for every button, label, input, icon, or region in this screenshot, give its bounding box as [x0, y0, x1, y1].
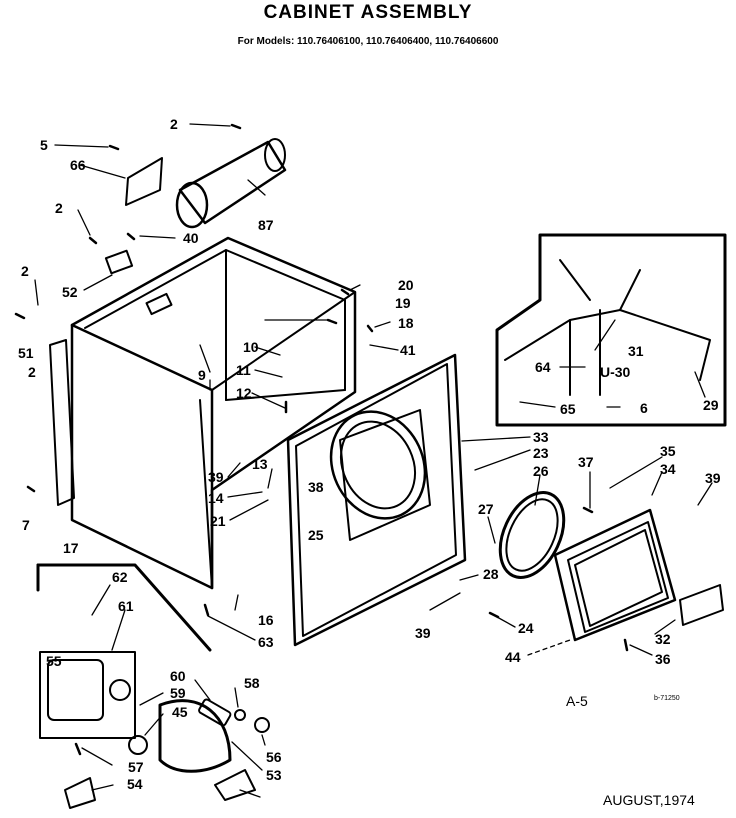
part-40 — [104, 249, 134, 275]
callout-17: 20 — [398, 277, 414, 293]
callout-63: 62 — [112, 569, 128, 585]
callout-31: 31 — [628, 343, 644, 359]
callout-34: 39 — [705, 470, 721, 486]
motor-box-frame — [36, 563, 212, 739]
small-code: b-71250 — [654, 695, 680, 702]
callout-39: 13 — [252, 456, 268, 472]
callout-37: 32 — [655, 631, 671, 647]
callout-62: 61 — [118, 598, 134, 614]
page-subtitle: For Models: 110.76406100, 110.76406400, … — [237, 36, 499, 47]
callout-19: 18 — [398, 315, 414, 331]
callout-6: 6 — [640, 400, 648, 416]
callout-14: 21 — [210, 513, 226, 529]
front-panel — [286, 353, 467, 647]
callout-65: 65 — [560, 401, 576, 417]
callout-2: 40 — [183, 230, 199, 246]
callout-87: 2 — [55, 200, 63, 216]
callout-24: 35 — [660, 443, 676, 459]
exhaust-duct — [175, 138, 287, 229]
callout-44: 16 — [258, 612, 274, 628]
leader-lines — [34, 123, 713, 798]
belt — [158, 699, 232, 773]
wire-harness-box — [495, 233, 727, 427]
harness-labels: 31 U-30 64 65 6 29 — [535, 343, 719, 417]
callout-33: 23 — [533, 445, 549, 461]
callout-40: 52 — [62, 284, 78, 300]
callout-45: 58 — [244, 675, 260, 691]
callout-16: 63 — [258, 634, 274, 650]
bracket-5 — [125, 157, 163, 206]
callout-29: 29 — [703, 397, 719, 413]
pulley-parts — [64, 698, 270, 809]
callout-41: 9 — [198, 367, 206, 383]
callout-36: 44 — [505, 649, 521, 665]
callout-12: 39 — [208, 469, 224, 485]
callout-60: 59 — [170, 685, 186, 701]
callout-52: 2 — [21, 263, 29, 279]
callout-55: 60 — [170, 668, 186, 684]
callout-39: 37 — [578, 454, 594, 470]
callout-labels: 2 5 66 87 2 40 52 2 51 2 7 17 20 19 18 4… — [18, 116, 721, 792]
callout-59: 45 — [172, 704, 188, 720]
door-assembly — [498, 491, 724, 642]
callout-13: 14 — [208, 490, 224, 506]
page-code: A-5 — [566, 693, 588, 709]
callout-32: 36 — [655, 651, 671, 667]
callout-64: 64 — [535, 359, 551, 375]
callout-20: 19 — [395, 295, 411, 311]
callout-38: 25 — [308, 527, 324, 543]
callout-2: 2 — [170, 116, 178, 132]
callout-51: 2 — [28, 364, 36, 380]
callout-5: 66 — [70, 157, 86, 173]
callout-23: 38 — [308, 479, 324, 495]
callout-27: 28 — [483, 566, 499, 582]
callout-25: 26 — [533, 463, 549, 479]
callout-58: 57 — [128, 759, 144, 775]
callout-57: 54 — [127, 776, 143, 792]
callout-26: 27 — [478, 501, 494, 517]
callout-2: 5 — [40, 137, 48, 153]
hardware-screws — [14, 123, 629, 756]
page-title: CABINET ASSEMBLY — [263, 2, 473, 23]
callout-2: 51 — [18, 345, 34, 361]
callout-39: 24 — [518, 620, 534, 636]
date-stamp: AUGUST,1974 — [603, 792, 695, 808]
callout-u-30: U-30 — [600, 364, 631, 380]
callout-35: 34 — [660, 461, 676, 477]
callout-61: 55 — [46, 653, 62, 669]
callout-21: 33 — [533, 429, 549, 445]
callout-11: 12 — [236, 385, 252, 401]
callout-7: 17 — [63, 540, 79, 556]
cabinet-body — [70, 236, 357, 590]
callout-66: 87 — [258, 217, 274, 233]
callout-54: 56 — [266, 749, 282, 765]
side-strip — [49, 339, 75, 506]
callout-28: 39 — [415, 625, 431, 641]
callout-18: 41 — [400, 342, 416, 358]
callout-9: 10 — [243, 339, 259, 355]
callout-10: 11 — [236, 362, 251, 378]
callout-56: 53 — [266, 767, 282, 783]
callout-2: 7 — [22, 517, 30, 533]
